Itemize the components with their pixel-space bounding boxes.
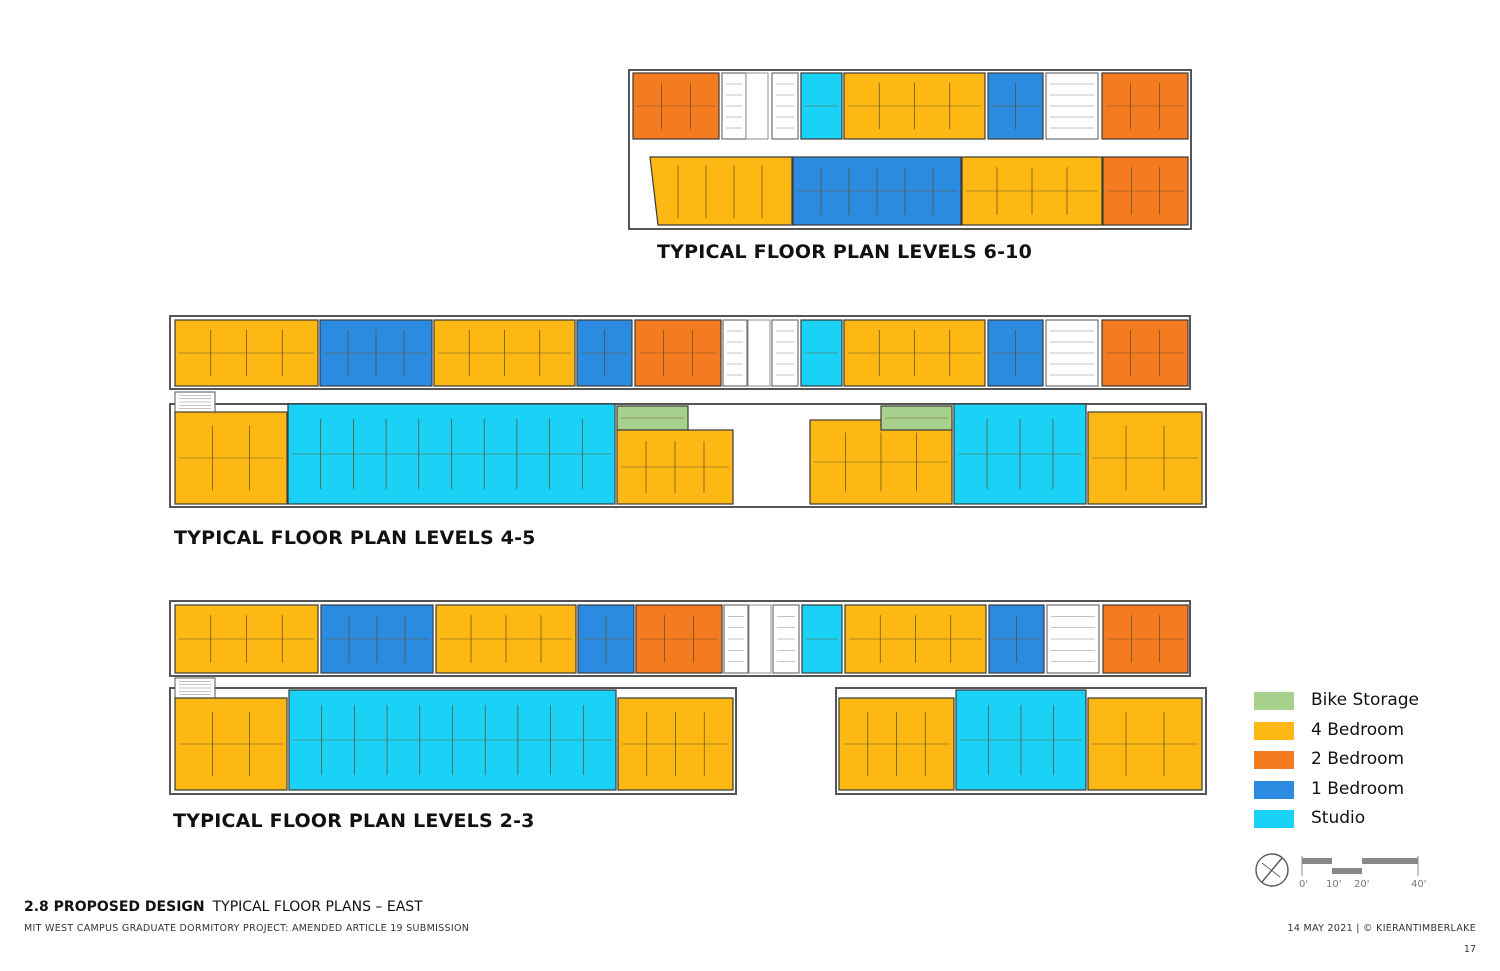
building-outline-south-east [835,687,1207,795]
legend-label: Bike Storage [1311,690,1420,710]
plan-title-levels-6-10: TYPICAL FLOOR PLAN LEVELS 6-10 [657,241,1033,263]
building-outline [628,69,1192,230]
legend-item-2-bedroom: 2 Bedroom [1254,749,1454,779]
building-outline-north [169,315,1191,390]
legend-item-4-bedroom: 4 Bedroom [1254,720,1454,750]
floor-plan-levels-6-10-drawing [628,69,1192,230]
legend-swatch-1-bedroom [1254,780,1294,799]
date-credit: 14 MAY 2021 | © KIERANTIMBERLAKE [1287,923,1476,934]
floor-plan-levels-2-3-drawing [169,600,1207,795]
legend-swatch-studio [1254,810,1294,828]
corridor-space [748,604,772,674]
plan-title-levels-2-3: TYPICAL FLOOR PLAN LEVELS 2-3 [173,810,535,832]
plan-title-levels-4-5: TYPICAL FLOOR PLAN LEVELS 4-5 [174,527,536,549]
scale-tick: 10' [1326,879,1342,890]
legend-swatch-2-bedroom [1254,751,1294,769]
legend-item-studio: Studio [1254,808,1454,838]
scale-tick: 40' [1411,879,1427,890]
scale-tick: 20' [1354,879,1370,890]
legend-label: 1 Bedroom [1311,778,1405,799]
scale-bar-group: 0' 10' 20' 40' [1254,853,1434,893]
floor-plan-levels-4-5-drawing [169,315,1207,508]
legend-label: 4 Bedroom [1311,719,1405,740]
floor-plan-levels-6-10: TYPICAL FLOOR PLAN LEVELS 6-10 [0,0,1500,270]
legend-swatch-bike-storage [1254,692,1294,710]
floor-plan-levels-4-5: TYPICAL FLOOR PLAN LEVELS 4-5 [169,315,1207,549]
legend-item-bike-storage: Bike Storage [1254,690,1454,720]
building-outline-north [169,600,1191,677]
legend-swatch-4-bedroom [1254,721,1294,740]
legend-item-1-bedroom: 1 Bedroom [1254,779,1454,809]
page-number: 17 [1463,944,1476,955]
corridor-space [747,319,771,387]
building-outline-south-west [169,687,737,795]
legend-label: Studio [1311,808,1366,828]
legend-label: 2 Bedroom [1311,749,1405,769]
building-outline-south [169,403,1207,508]
unit-four [649,156,793,226]
corridor-space [745,72,769,140]
floor-plan-levels-2-3: TYPICAL FLOOR PLAN LEVELS 2-3 [169,600,1207,832]
scale-bar-icon [1301,856,1419,876]
section-label: 2.8 PROPOSED DESIGN [24,899,205,915]
footer-heading: 2.8 PROPOSED DESIGN TYPICAL FLOOR PLANS –… [24,899,423,915]
scale-tick: 0' [1299,879,1309,890]
section-subtitle: TYPICAL FLOOR PLANS – EAST [212,899,423,915]
project-name: MIT WEST CAMPUS GRADUATE DORMITORY PROJE… [24,923,470,934]
unit-type-legend: Bike Storage 4 Bedroom 2 Bedroom 1 Bedro… [1254,690,1454,838]
north-arrow-icon [1255,853,1289,887]
